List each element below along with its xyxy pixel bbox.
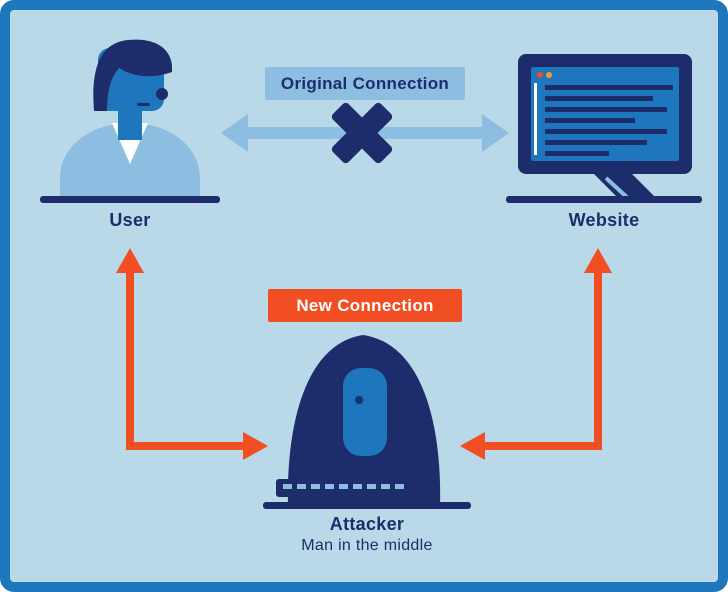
arrow-head-left-icon [221, 114, 248, 152]
monitor-screen [531, 67, 679, 161]
user-ground-line [40, 196, 220, 203]
user-ear-icon [156, 88, 168, 100]
screen-highlight [534, 83, 537, 155]
attacker-label: Attacker [329, 514, 405, 534]
screen-text-lines [545, 85, 673, 156]
new-connection-arrow-left [116, 248, 268, 460]
arrowhead-up-icon [116, 248, 144, 273]
arrow-line [126, 268, 248, 450]
arrowhead-left-icon [460, 432, 485, 460]
screen-dot-orange-icon [537, 72, 543, 78]
attacker-figure [263, 335, 471, 509]
arrow-line [480, 268, 602, 450]
website-ground-line [506, 196, 702, 203]
new-connection-arrow-right [460, 248, 612, 460]
keyboard-keys [283, 484, 404, 489]
new-connection-badge: New Connection [268, 289, 462, 322]
website-label: Website [568, 210, 640, 230]
user-mouth [137, 103, 150, 106]
arrow-head-right-icon [482, 114, 509, 152]
screen-dot-amber-icon [546, 72, 552, 78]
original-connection-badge-label: Original Connection [280, 73, 450, 93]
original-connection-arrow [221, 102, 509, 164]
arrowhead-right-icon [243, 432, 268, 460]
user-label: User [109, 210, 151, 230]
diagram-artwork [40, 39, 702, 509]
user-hair [93, 39, 172, 111]
website-monitor [506, 54, 702, 203]
user-figure [40, 39, 220, 203]
attacker-face [343, 368, 387, 456]
attacker-subtitle: Man in the middle [301, 537, 433, 554]
original-connection-badge: Original Connection [265, 67, 465, 100]
blocked-x-icon [331, 102, 393, 164]
attacker-eye [355, 396, 363, 404]
attacker-ground-line [263, 502, 471, 509]
new-connection-badge-label: New Connection [296, 295, 434, 315]
arrowhead-up-icon [584, 248, 612, 273]
